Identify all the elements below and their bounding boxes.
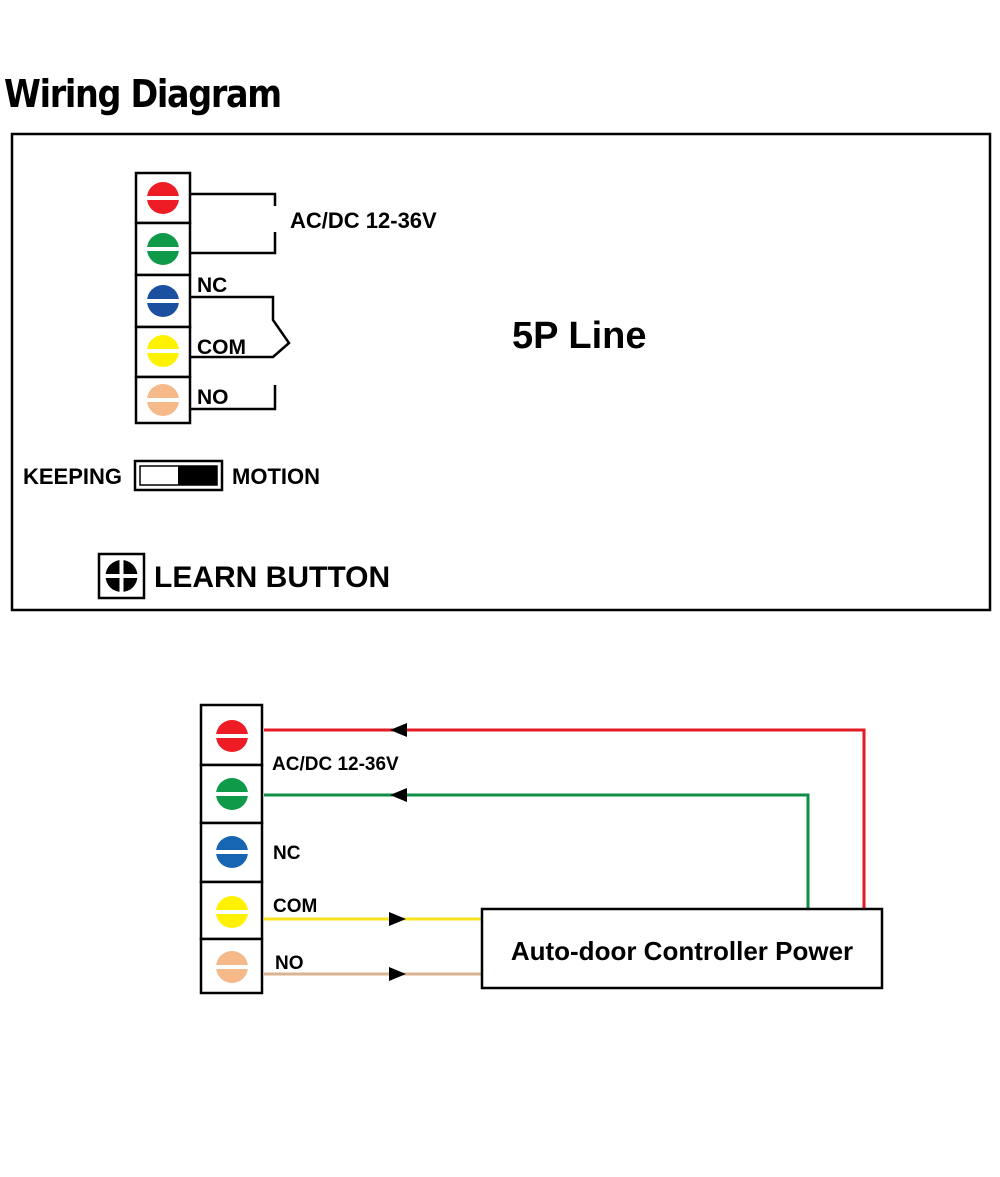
screw-slot: [147, 299, 179, 303]
screw-slot: [216, 850, 248, 854]
learn-button-label: LEARN BUTTON: [154, 561, 390, 594]
switch-knob: [178, 466, 217, 485]
screw-slot: [147, 349, 179, 353]
relay-contact-lines: [190, 295, 291, 411]
arrow-right-icon: [389, 967, 406, 981]
screw-slot: [216, 910, 248, 914]
connection-terminal-block: [199, 703, 264, 995]
screw-slot: [216, 734, 248, 738]
com-label: COM: [197, 336, 246, 359]
power-label: AC/DC 12-36V: [272, 754, 399, 775]
switch-motion-label: MOTION: [232, 464, 320, 489]
red-wire: [264, 728, 866, 909]
screw-slot: [147, 247, 179, 251]
learn-button-icon: [97, 552, 146, 600]
arrow-right-icon: [389, 912, 406, 926]
mode-switch: [133, 459, 224, 492]
nc-label: NC: [197, 274, 227, 297]
controller-label: Auto-door Controller Power: [511, 936, 853, 966]
power-bracket: [190, 192, 277, 255]
module-name: 5P Line: [512, 315, 646, 357]
screw-slot: [147, 398, 179, 402]
arrow-left-icon: [390, 788, 407, 802]
module-terminal-block: [134, 171, 192, 425]
terminal-slot: [199, 763, 264, 825]
screw-slot: [147, 196, 179, 200]
arrow-left-icon: [390, 723, 407, 737]
green-wire: [264, 793, 810, 909]
switch-keeping-label: KEEPING: [23, 464, 122, 489]
page-title: Wiring Diagram: [4, 72, 282, 116]
com-label: COM: [273, 896, 317, 917]
screw-slot: [216, 792, 248, 796]
no-label: NO: [275, 953, 304, 974]
nc-label: NC: [273, 843, 301, 864]
screw-slot: [216, 965, 248, 969]
no-label: NO: [197, 386, 229, 409]
controller-box: [480, 907, 884, 990]
module-panel: [10, 132, 992, 612]
power-label: AC/DC 12-36V: [290, 208, 437, 233]
